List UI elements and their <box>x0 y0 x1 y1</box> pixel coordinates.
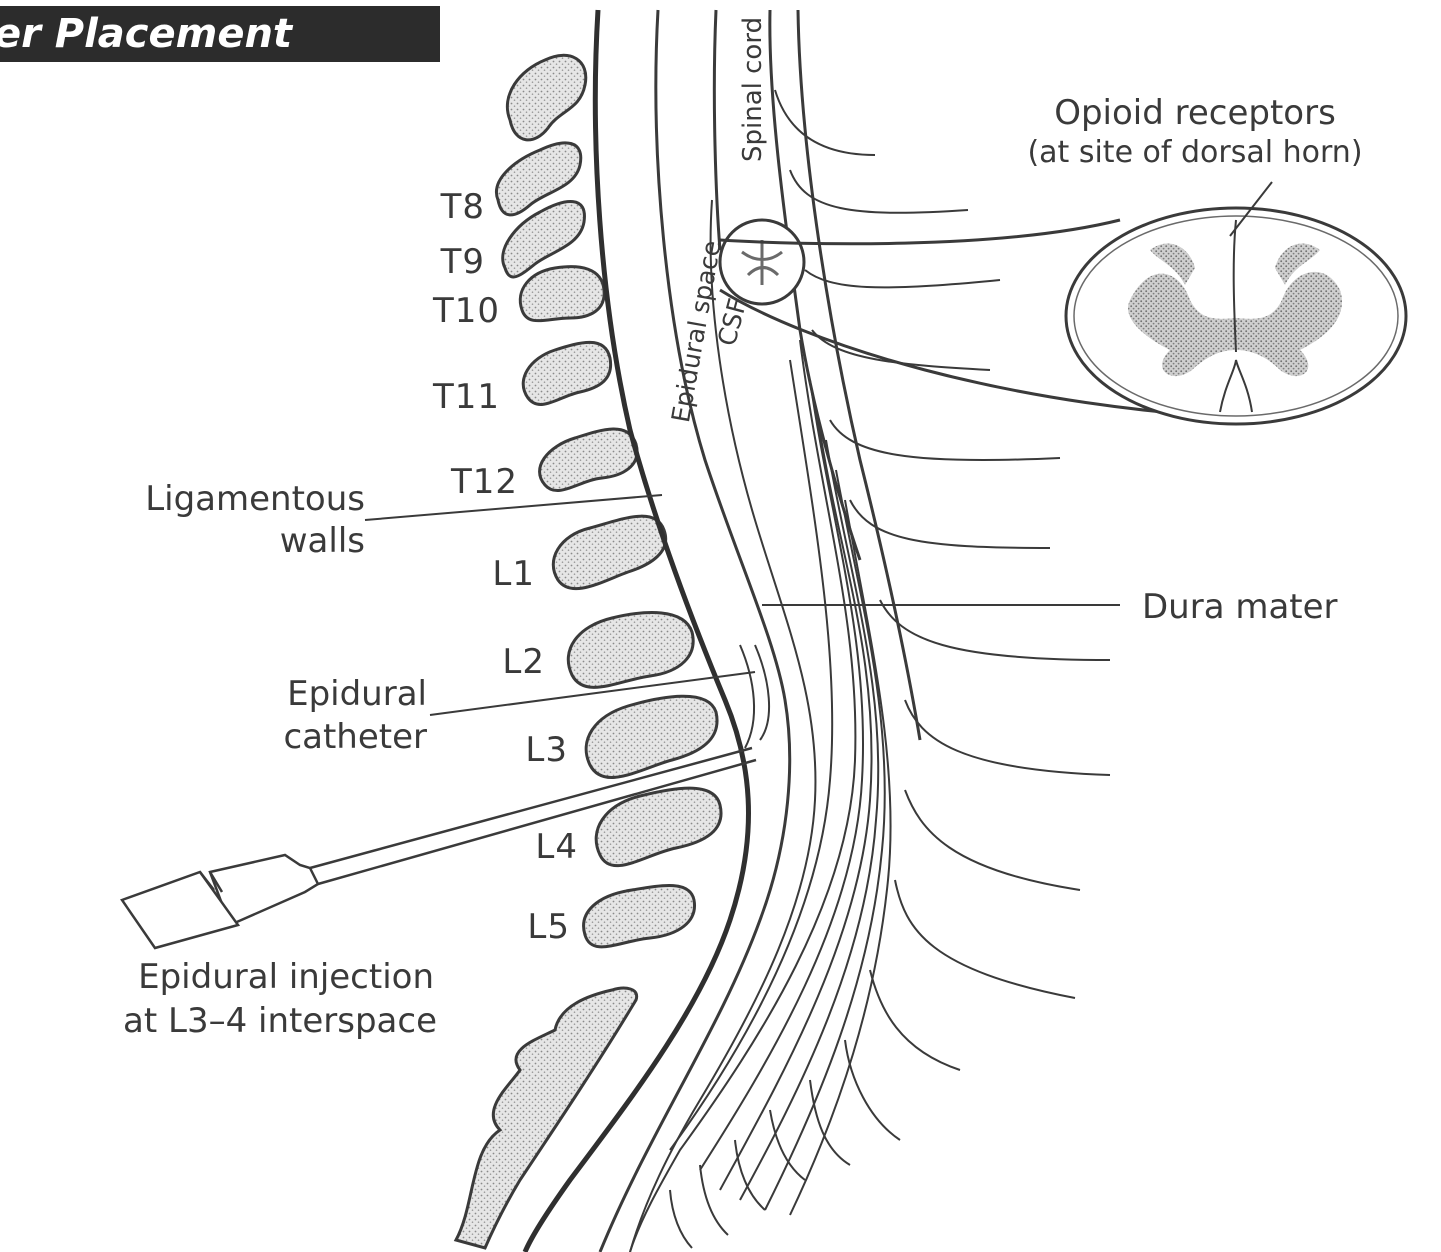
vertebra-l3 <box>586 696 717 777</box>
catheter-line <box>755 645 769 740</box>
vertebra-label-t11: T11 <box>390 380 500 414</box>
sacrum <box>456 988 637 1248</box>
epidural-injection-label-2: at L3–4 interspace <box>0 1004 437 1038</box>
epidural-catheter-label-2: catheter <box>180 720 427 754</box>
vertebra-label-t8: T8 <box>405 190 485 224</box>
epidural-catheter-label: Epidural <box>180 677 427 711</box>
epidural-injection-label: Epidural injection <box>10 960 434 994</box>
vertebra-label-l3: L3 <box>480 733 568 767</box>
vertebra-l5 <box>584 886 695 947</box>
vertebra-label-l1: L1 <box>450 557 535 591</box>
cord-cross-section <box>1066 208 1406 424</box>
dura-mater-label: Dura mater <box>1142 590 1432 624</box>
leader-lines <box>365 495 1120 715</box>
vertebra-label-l4: L4 <box>490 830 578 864</box>
vertebra-t11 <box>523 342 610 404</box>
opioid-receptors-label: Opioid receptors <box>990 96 1400 130</box>
ligamentous-walls-label-2: walls <box>60 524 365 558</box>
vertebra-l2 <box>568 613 693 688</box>
vertebral-bodies <box>496 55 721 947</box>
vertebra-label-t9: T9 <box>405 245 485 279</box>
vertebra-t10 <box>520 267 604 321</box>
vertebra-label-t10: T10 <box>390 294 500 328</box>
vertebra-t12 <box>540 429 638 491</box>
vertebra-upper-1 <box>507 55 585 140</box>
vertebra-label-l5: L5 <box>482 910 570 944</box>
spinal-cord-label: Spinal cord <box>740 17 766 162</box>
ligamentous-walls-label: Ligamentous <box>60 482 365 516</box>
cord-line-left <box>714 10 720 250</box>
vertebra-l1 <box>553 516 665 588</box>
opioid-receptors-sublabel: (at site of dorsal horn) <box>965 138 1425 168</box>
vertebra-label-t12: T12 <box>400 465 518 499</box>
vertebra-label-l2: L2 <box>460 645 545 679</box>
